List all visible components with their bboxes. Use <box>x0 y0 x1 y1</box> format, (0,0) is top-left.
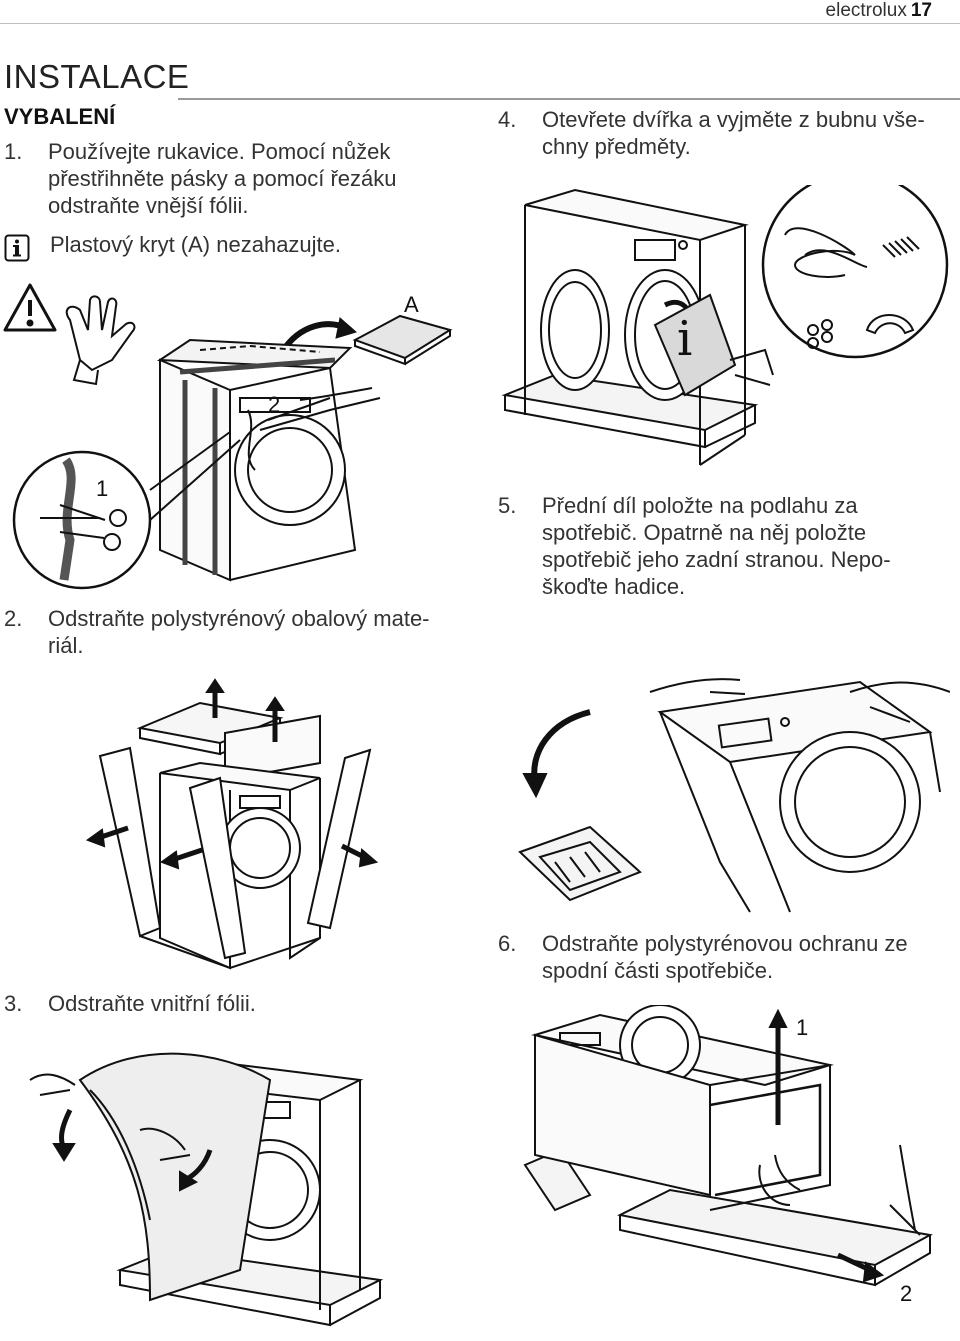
step-number: 6. <box>498 931 517 956</box>
step-text-line: spotřebič. Opatrně na něj položte <box>542 520 867 545</box>
step-3: 3. Odstraňte vnitřní fólii. <box>4 990 464 1017</box>
step-number: 1. <box>4 139 23 164</box>
step-5: 5. Přední díl položte na podlahu za spot… <box>498 492 958 600</box>
brand-name: electrolux <box>825 0 907 21</box>
step-4: 4. Otevřete dvířka a vyjměte z bubnu vše… <box>498 106 958 160</box>
step-text-line: Přední díl položte na podlahu za <box>542 493 858 518</box>
step-text-line: přestřihněte pásky a pomocí řezáku <box>48 166 397 191</box>
step-text-line: Odstraňte vnitřní fólii. <box>48 991 256 1016</box>
figure-label-step2: 2 <box>268 392 280 417</box>
step-text-line: škoďte hadice. <box>542 574 686 599</box>
warning-triangle-icon <box>3 283 57 332</box>
figure-remove-polystyrene <box>80 678 400 978</box>
page-number: 17 <box>910 0 932 21</box>
info-icon <box>4 234 30 262</box>
step-text-line: Odstraňte polystyrénový obalový mate- <box>48 606 430 631</box>
section-divider <box>178 98 960 100</box>
step-text-line: Používejte rukavice. Pomocí nůžek <box>48 139 391 164</box>
step-number: 2. <box>4 606 23 631</box>
info-note-text: Plastový kryt (A) nezahazujte. <box>50 232 342 257</box>
svg-text:i: i <box>677 311 692 367</box>
step-1: 1. Používejte rukavice. Pomocí nůžek pře… <box>4 138 464 219</box>
info-note: Plastový kryt (A) nezahazujte. <box>4 232 464 264</box>
figure-unpacking-straps: A 1 2 <box>0 280 490 600</box>
step-2: 2. Odstraňte polystyrénový obalový mate-… <box>4 605 474 659</box>
step-6: 6. Odstraňte polystyrénovou ochranu ze s… <box>498 930 958 984</box>
figure-remove-bottom-protection: 1 2 <box>520 1005 950 1335</box>
figure-label-lift: 1 <box>796 1015 808 1040</box>
step-text-line: riál. <box>48 633 84 658</box>
figure-label-step1: 1 <box>96 476 108 501</box>
header-divider <box>0 23 960 24</box>
figure-label-cover: A <box>404 292 419 317</box>
step-text-line: chny předměty. <box>542 134 691 159</box>
step-number: 5. <box>498 493 517 518</box>
step-text-line: Odstraňte polystyrénovou ochranu ze <box>542 931 908 956</box>
step-text-line: Otevřete dvířka a vyjměte z bubnu vše- <box>542 107 925 132</box>
step-text-line: odstraňte vnější fólii. <box>48 193 249 218</box>
step-number: 4. <box>498 107 517 132</box>
figure-remove-inner-foil <box>20 1040 420 1336</box>
step-text-line: spotřebič jeho zadní stranou. Nepo- <box>542 547 891 572</box>
figure-label-remove: 2 <box>900 1281 912 1306</box>
step-text-line: spodní části spotřebiče. <box>542 958 774 983</box>
step-number: 3. <box>4 991 23 1016</box>
section-title: INSTALACE <box>4 58 190 95</box>
subsection-title: VYBALENÍ <box>4 104 116 129</box>
figure-open-door: i <box>495 185 955 485</box>
figure-tilt-machine <box>510 652 950 922</box>
gloves-icon <box>65 295 136 386</box>
